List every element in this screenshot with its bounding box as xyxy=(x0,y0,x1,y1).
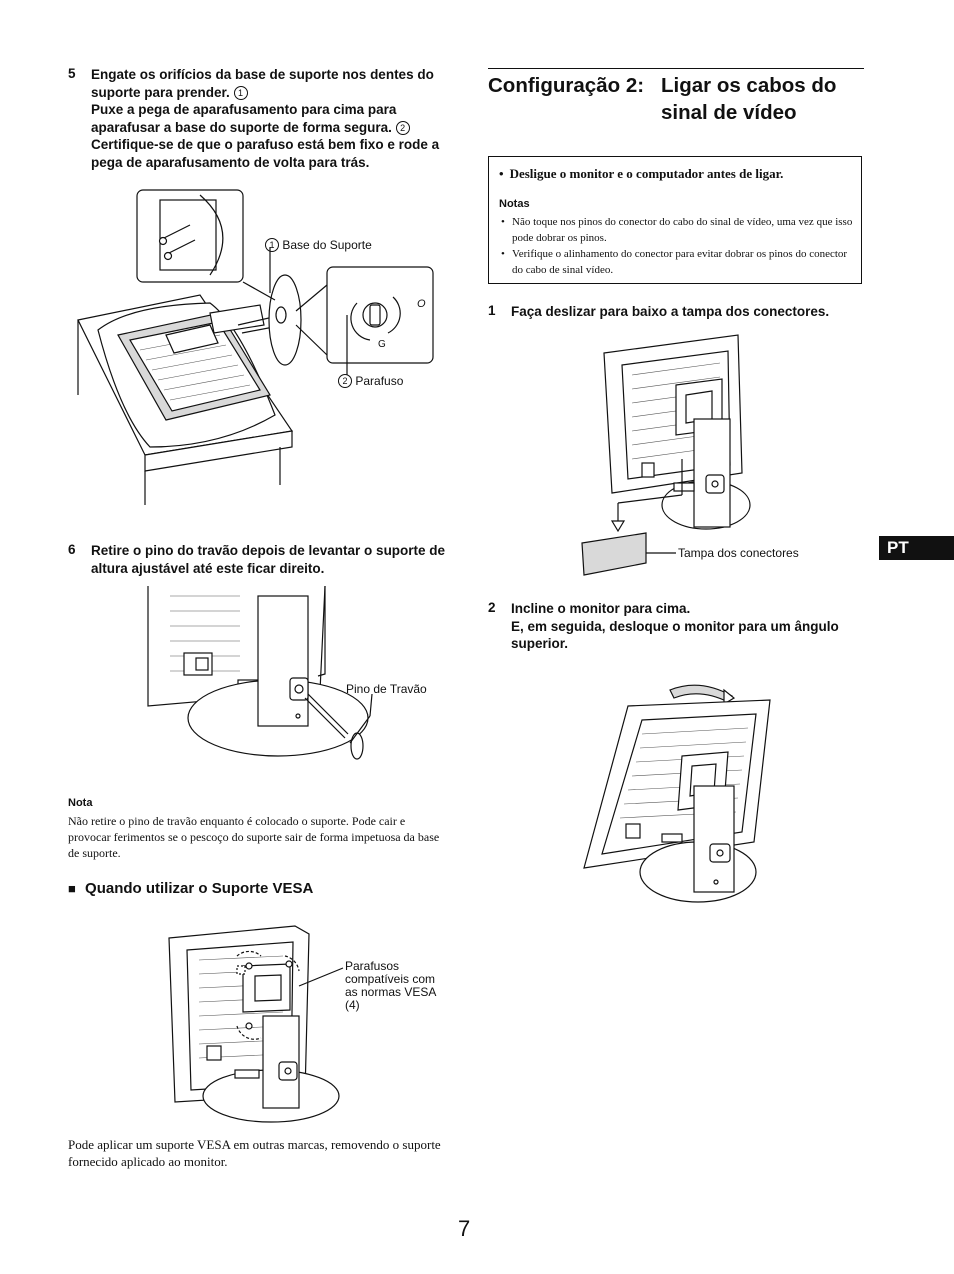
section-title-prefix: Configuração 2: xyxy=(488,74,645,97)
warning-box: •Desligue o monitor e o computador antes… xyxy=(488,156,862,284)
title-rule xyxy=(488,68,864,69)
notes-list: Não toque nos pinos do conector do cabo … xyxy=(499,214,854,278)
step-6-text: Retire o pino do travão depois de levant… xyxy=(91,543,446,576)
label-base-do-suporte: 1 Base do Suporte xyxy=(265,238,372,252)
vesa-heading: ■ Quando utilizar o Suporte VESA xyxy=(68,880,313,897)
step-5-line3: Certifique-se de que o parafuso está bem… xyxy=(91,137,440,170)
warning-main: •Desligue o monitor e o computador antes… xyxy=(499,166,784,181)
step-1-number: 1 xyxy=(488,303,496,318)
vesa-illustration xyxy=(168,925,344,1123)
note-text: Não retire o pino de travão enquanto é c… xyxy=(68,814,440,860)
unlock-symbol: O xyxy=(417,298,426,310)
step-2-number: 2 xyxy=(488,600,496,615)
square-bullet-icon: ■ xyxy=(68,881,76,896)
vesa-heading-text: Quando utilizar o Suporte VESA xyxy=(85,880,314,897)
page-number: 7 xyxy=(458,1216,471,1241)
lock-symbol: G xyxy=(378,339,386,350)
step-5-text: Engate os orifícios da base de suporte n… xyxy=(91,66,447,171)
step-5-line1: Engate os orifícios da base de suporte n… xyxy=(91,67,434,100)
step-6-number: 6 xyxy=(68,542,76,557)
language-tab: PT xyxy=(879,536,954,560)
connector-cover-illustration xyxy=(581,334,751,576)
step-2-line1: Incline o monitor para cima. xyxy=(511,601,691,616)
step-5-number: 5 xyxy=(68,66,76,81)
notes-title: Notas xyxy=(499,198,530,210)
step-2-text: Incline o monitor para cima. E, em segui… xyxy=(511,600,867,653)
latch-pin-illustration xyxy=(147,585,373,760)
marker-1-icon: 1 xyxy=(265,238,279,252)
note-item-2: Verifique o alinhamento do conector para… xyxy=(499,246,854,278)
label-tampa-dos-conectores: Tampa dos conectores xyxy=(678,546,799,560)
note-title: Nota xyxy=(68,797,93,809)
step-1-text: Faça deslizar para baixo a tampa dos con… xyxy=(511,304,830,319)
tilt-monitor-illustration xyxy=(583,684,771,903)
stand-base-illustration xyxy=(77,189,434,505)
label-parafuso: 2 Parafuso xyxy=(338,374,403,388)
label-pino-de-travao: Pino de Travão xyxy=(346,682,427,696)
step-2-line2: E, em seguida, desloque o monitor para u… xyxy=(511,618,839,652)
section-title-text: Ligar os cabos do sinal de vídeo xyxy=(661,74,837,124)
step-5-line2: Puxe a pega de aparafusamento para cima … xyxy=(91,102,397,135)
note-item-1: Não toque nos pinos do conector do cabo … xyxy=(499,214,854,246)
marker-1-icon: 1 xyxy=(233,85,248,100)
marker-2-icon: 2 xyxy=(395,120,410,135)
vesa-body-text: Pode aplicar um suporte VESA em outras m… xyxy=(68,1137,441,1169)
marker-2-icon: 2 xyxy=(338,374,352,388)
label-vesa-screws: Parafusos compatíveis com as normas VESA… xyxy=(345,959,436,1012)
